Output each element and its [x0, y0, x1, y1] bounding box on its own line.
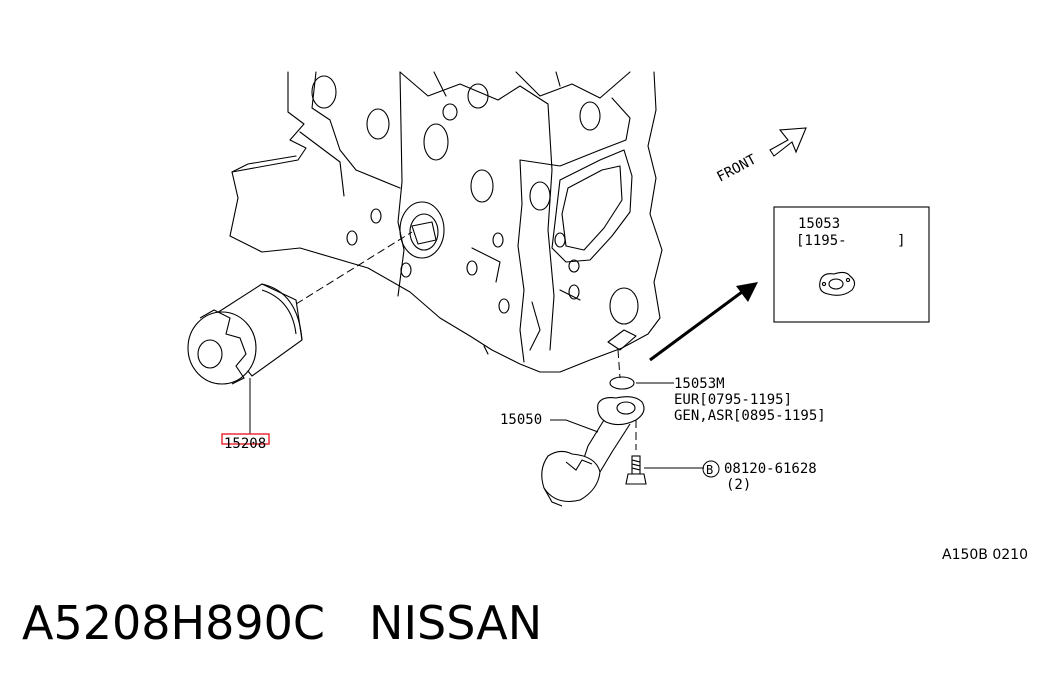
callout-bolt[interactable]: 08120-61628	[724, 461, 817, 477]
oil-strainer-part	[541, 396, 645, 507]
leader-lines	[249, 378, 704, 469]
bolt-marker-circle	[702, 460, 720, 478]
callout-o-ring[interactable]: 15053M	[674, 376, 725, 392]
inset-part-number: 15053	[798, 216, 840, 232]
gasket-icon	[819, 271, 856, 296]
engine-block-drawing	[229, 71, 663, 373]
front-label: FRONT	[714, 151, 759, 185]
bolt-part	[625, 455, 647, 485]
callout-strainer[interactable]: 15050	[500, 412, 542, 428]
oil-filter-highlight[interactable]	[221, 433, 270, 445]
footer-title: A5208H890C NISSAN	[22, 596, 542, 650]
callout-o-ring-note-gen: GEN,ASR[0895-1195]	[674, 408, 826, 424]
inset-arrow	[649, 282, 758, 362]
brand-name: NISSAN	[369, 596, 543, 650]
diagram-reference-code: A150B 0210	[942, 547, 1028, 563]
part-number: A5208H890C	[22, 596, 326, 650]
leader-dashes	[295, 231, 637, 450]
inset-box	[773, 206, 930, 323]
o-ring-part	[609, 376, 635, 390]
callout-oil-filter[interactable]: 15208	[224, 436, 266, 452]
inset-date-range: [1195- ]	[796, 233, 906, 249]
bolt-marker-letter: B	[706, 463, 713, 477]
callout-o-ring-note-eur: EUR[0795-1195]	[674, 392, 792, 408]
oil-filter-part	[187, 283, 303, 385]
callout-bolt-qty: (2)	[726, 477, 751, 493]
front-arrow-icon	[769, 127, 807, 157]
